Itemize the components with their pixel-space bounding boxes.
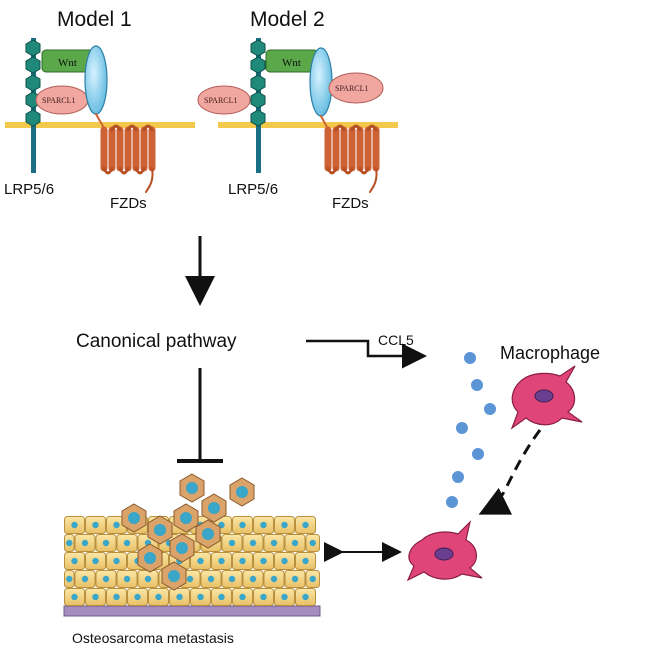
tumor-cell-nucleus — [92, 521, 99, 529]
macrophage-lower — [406, 520, 483, 582]
tumor-cell-nucleus — [239, 521, 246, 529]
sparcl1-right-label: SPARCL1 — [335, 84, 369, 93]
frizzled-crd-1 — [84, 45, 108, 115]
tumor-cell-grid — [64, 516, 320, 606]
lrp-label-1: LRP5/6 — [4, 181, 54, 198]
tumor-cell-nucleus — [197, 557, 204, 565]
tumor-cell-nucleus — [218, 557, 225, 565]
tumor-cell-nucleus — [81, 539, 89, 547]
tumor-cell-nucleus — [270, 575, 278, 583]
membrane-1 — [5, 122, 195, 128]
tumor-cell-nucleus — [302, 521, 309, 529]
tumor-cell-nucleus — [281, 521, 288, 529]
tumor-cell-nucleus — [218, 593, 225, 601]
tumor-cell-nucleus — [239, 557, 246, 565]
tumor-cell-nucleus — [249, 575, 257, 583]
wnt-label-2: Wnt — [282, 57, 301, 69]
tumor-cell-nucleus — [66, 575, 73, 583]
ccl5-label: CCL5 — [378, 332, 414, 348]
membrane-2 — [218, 122, 398, 128]
tumor-cell-nucleus — [113, 521, 120, 529]
tumor-cell-nucleus — [309, 575, 316, 583]
tumor-cell-nucleus — [81, 575, 89, 583]
frizzled-crd-2 — [309, 47, 333, 117]
tumor-cell-nucleus — [66, 539, 73, 547]
tumor-cell-nucleus — [113, 593, 120, 601]
ccl5-arrow — [306, 339, 427, 369]
tumor-cell-nucleus — [134, 593, 141, 601]
tumor-cell-nucleus — [197, 593, 204, 601]
ccl5-chemokine-dots — [446, 352, 496, 508]
sparcl1-right-2 — [328, 72, 384, 104]
tumor-cell-nucleus — [281, 593, 288, 601]
tumor-cell-nucleus — [71, 557, 78, 565]
tumor-cell-nucleus — [113, 557, 120, 565]
tumor-cell-nucleus — [228, 539, 236, 547]
tumor-cell-nucleus — [239, 593, 246, 601]
tumor-cell-nucleus — [291, 539, 299, 547]
tumor-cell-nucleus — [123, 575, 131, 583]
model-1: Model 1 Wnt SPARCL1 — [4, 8, 195, 212]
tumor-cell-nucleus — [249, 539, 257, 547]
lrp-domains-2 — [250, 39, 266, 127]
tumor-cell-nucleus — [281, 557, 288, 565]
tumor-cell-nucleus — [92, 557, 99, 565]
sparcl1-left-label: SPARCL1 — [204, 96, 238, 105]
model-2-title: Model 2 — [250, 8, 325, 31]
tumor-cell-nucleus — [302, 557, 309, 565]
pathway-label: Canonical pathway — [76, 331, 237, 352]
tumor-cell-nucleus — [291, 575, 299, 583]
tumor-cell-nucleus — [270, 539, 278, 547]
fzd-label-1: FZDs — [110, 195, 147, 212]
macrophage-upper — [510, 365, 583, 430]
lrp-label-2: LRP5/6 — [228, 181, 278, 198]
fzd-label-2: FZDs — [332, 195, 369, 212]
tumor-cell-nucleus — [309, 539, 316, 547]
model-1-title: Model 1 — [57, 8, 132, 31]
tumor-label: Osteosarcoma metastasis — [72, 630, 234, 646]
model-2: Model 2 Wnt SPARCL1 SPARCL1 LRP5/6 F — [197, 8, 398, 212]
wnt-label-1: Wnt — [58, 57, 77, 69]
tumor-cell-nucleus — [92, 593, 99, 601]
macrophage-label: Macrophage — [500, 343, 600, 363]
tumor-cell-nucleus — [228, 575, 236, 583]
tumor-cell-nucleus — [102, 575, 110, 583]
tumor-cell-nucleus — [260, 557, 267, 565]
invading-cells — [121, 473, 255, 591]
tumor-cell-nucleus — [155, 593, 162, 601]
sparcl1-label-1: SPARCL1 — [42, 96, 76, 105]
tumor-cell-nucleus — [71, 593, 78, 601]
tumor-cell-nucleus — [123, 539, 131, 547]
tumor-cell-nucleus — [102, 539, 110, 547]
migration-arrow — [478, 429, 542, 515]
lrp-domains-1 — [25, 39, 41, 127]
tumor-cell-nucleus — [260, 521, 267, 529]
fzd-receptor-2 — [320, 115, 380, 193]
basement-membrane — [63, 605, 321, 617]
fzd-receptor-1 — [95, 113, 156, 193]
sparcl1-left-2 — [197, 85, 251, 115]
tumor-cell-nucleus — [260, 593, 267, 601]
tumor-cell-nucleus — [207, 575, 215, 583]
tumor-cell-nucleus — [176, 593, 183, 601]
tumor-cell-nucleus — [144, 575, 152, 583]
tumor-cell-nucleus — [186, 575, 194, 583]
tumor-cell-nucleus — [71, 521, 78, 529]
tumor-cell-nucleus — [302, 593, 309, 601]
osteosarcoma-tissue — [63, 473, 321, 617]
